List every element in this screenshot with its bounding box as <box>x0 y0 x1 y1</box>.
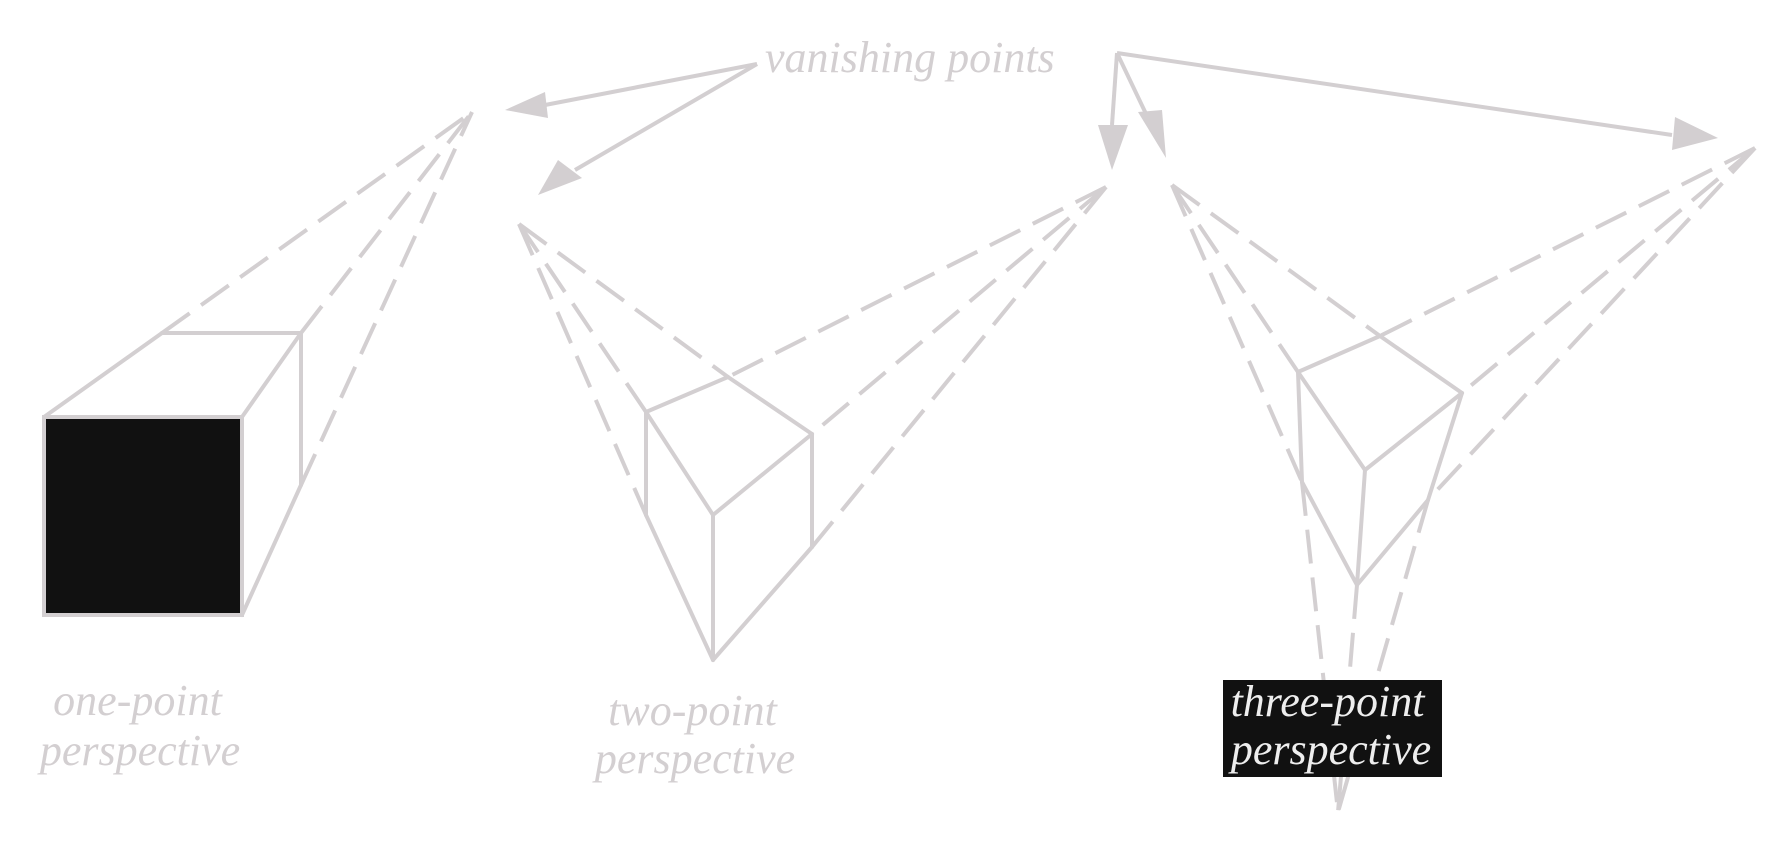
three-point-perspective: three-point perspective <box>1170 146 1757 813</box>
two-point-label: two-point perspective <box>592 686 795 783</box>
arrow-to-two-point-left-vp <box>573 62 759 172</box>
vanishing-lines <box>160 110 474 486</box>
vanishing-lines <box>1170 146 1757 813</box>
arrowhead-two-point-left-vp <box>538 160 582 195</box>
arrow-to-three-point-left-vp <box>1115 52 1150 119</box>
arrowhead-three-point-left-vp <box>1138 110 1166 158</box>
one-point-perspective: one-point perspective <box>37 110 474 775</box>
two-point-label-line1: two-point <box>608 686 778 735</box>
arrowhead-one-point-vp <box>505 92 548 118</box>
one-point-label-line1: one-point <box>53 676 223 725</box>
two-point-label-line2: perspective <box>592 734 795 783</box>
vanishing-lines <box>517 185 1108 549</box>
cube-front-face <box>42 415 244 617</box>
three-point-label-line2: perspective <box>1228 725 1431 774</box>
vanishing-points-label: vanishing points <box>765 33 1055 82</box>
arrow-to-one-point-vp <box>544 62 758 107</box>
vanishing-points-callout: vanishing points <box>505 33 1718 195</box>
vanishing-point-arrows <box>505 51 1718 195</box>
box-edges <box>1296 334 1464 587</box>
two-point-perspective: two-point perspective <box>517 185 1108 783</box>
three-point-label-line1: three-point <box>1231 677 1427 726</box>
arrowhead-three-point-right-vp <box>1672 117 1718 150</box>
arrow-to-three-point-right-vp <box>1116 51 1673 137</box>
arrowhead-two-point-right-vp <box>1098 125 1128 170</box>
cube-edges <box>42 331 303 617</box>
three-point-label-highlight <box>1223 680 1442 777</box>
arrow-to-two-point-right-vp <box>1110 52 1119 126</box>
one-point-label: one-point perspective <box>37 676 240 775</box>
three-point-label: three-point perspective <box>1228 677 1436 774</box>
box-edges <box>644 375 814 662</box>
one-point-label-line2: perspective <box>37 726 240 775</box>
